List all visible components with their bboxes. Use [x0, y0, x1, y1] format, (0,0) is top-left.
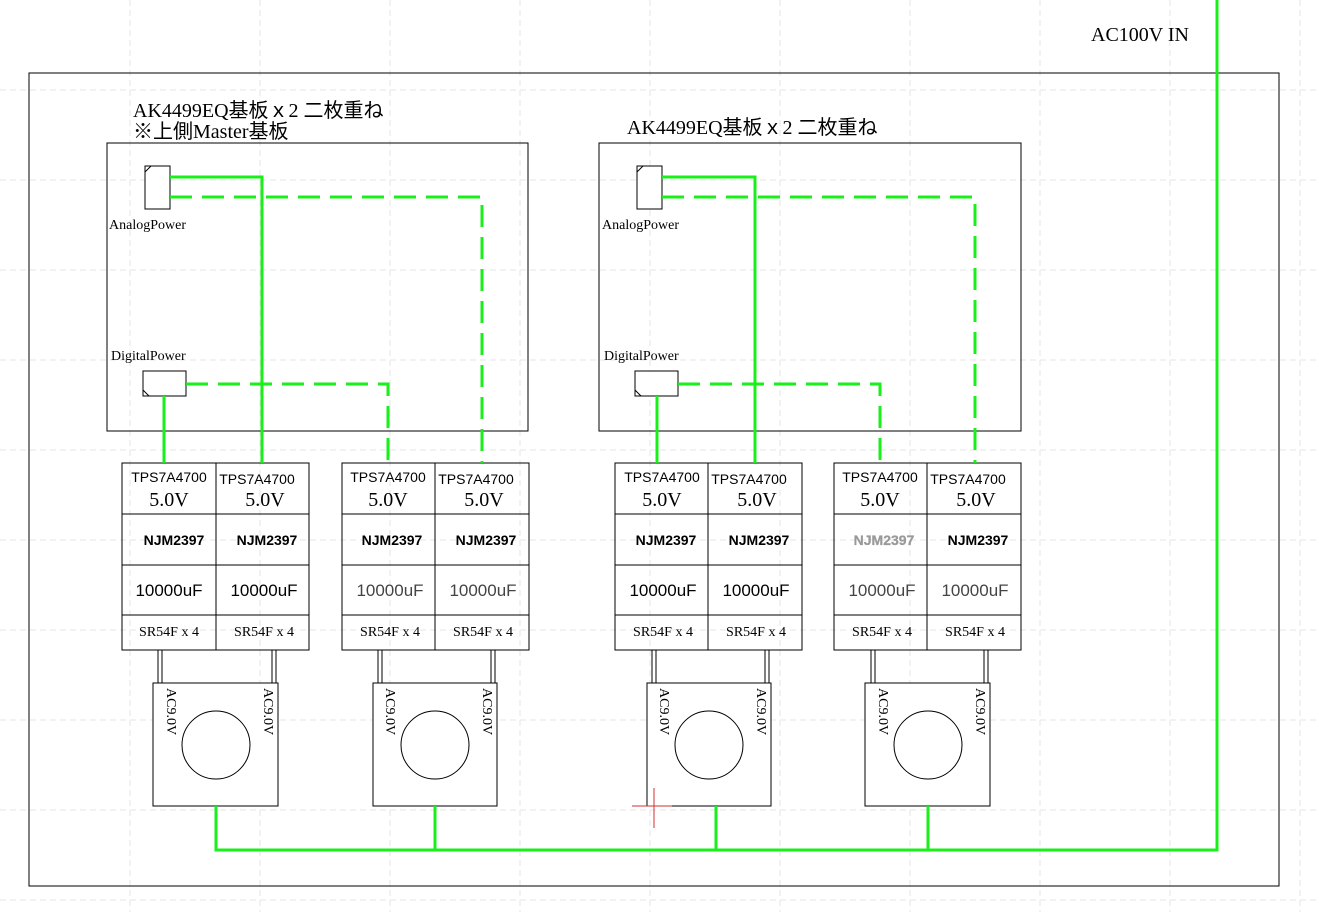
regulator-label: TPS7A4700 — [930, 471, 1006, 487]
regulator-label: TPS7A4700 — [219, 471, 295, 487]
diode-label: SR54F x 4 — [945, 625, 1005, 640]
pre-regulator-label: NJM2397 — [948, 532, 1009, 548]
voltage-label: 5.0V — [956, 489, 996, 511]
pre-regulator-label: NJM2397 — [362, 532, 423, 548]
voltage-label: 5.0V — [642, 489, 682, 511]
transformer-right-label: AC9.0V — [479, 688, 494, 735]
diode-label: SR54F x 4 — [234, 625, 294, 640]
analog-power-label: AnalogPower — [602, 218, 679, 233]
pre-regulator-label: NJM2397 — [854, 532, 915, 548]
transformer-core-icon — [400, 710, 470, 780]
capacitor-label: 10000uF — [629, 581, 696, 600]
voltage-label: 5.0V — [464, 489, 504, 511]
diode-label: SR54F x 4 — [852, 625, 912, 640]
transformer-leads — [651, 650, 770, 683]
regulator-label: TPS7A4700 — [842, 469, 918, 485]
voltage-label: 5.0V — [737, 489, 777, 511]
chassis-outline — [28, 72, 1280, 887]
dac-board: AK4499EQ基板ｘ2 二枚重ね AnalogPower DigitalPow… — [598, 116, 1022, 432]
analog-wire — [170, 175, 264, 463]
regulator-label: TPS7A4700 — [711, 471, 787, 487]
transformer: AC9.0V AC9.0V — [372, 682, 498, 807]
diode-label: SR54F x 4 — [453, 625, 513, 640]
analog-power-connector[interactable] — [636, 165, 663, 210]
regulator-table — [833, 462, 1022, 651]
capacitor-label: 10000uF — [449, 581, 516, 600]
voltage-label: 5.0V — [245, 489, 285, 511]
diode-label: SR54F x 4 — [139, 625, 199, 640]
transformer: AC9.0V AC9.0V — [646, 682, 772, 807]
pre-regulator-label: NJM2397 — [729, 532, 790, 548]
voltage-label: 5.0V — [368, 489, 408, 511]
pre-regulator-label: NJM2397 — [144, 532, 205, 548]
transformer: AC9.0V AC9.0V — [864, 682, 991, 807]
digital-power-label: DigitalPower — [604, 349, 679, 364]
voltage-label: 5.0V — [149, 489, 189, 511]
regulator-table — [614, 462, 803, 651]
diode-label: SR54F x 4 — [726, 625, 786, 640]
capacitor-label: 10000uF — [941, 581, 1008, 600]
transformer-right-label: AC9.0V — [972, 688, 987, 735]
regulator-label: TPS7A4700 — [131, 469, 207, 485]
board-title: AK4499EQ基板ｘ2 二枚重ね — [627, 116, 878, 139]
board-title: AK4499EQ基板ｘ2 二枚重ね — [133, 99, 384, 122]
transformer-left-label: AC9.0V — [875, 688, 890, 735]
power-supply-unit: TPS7A4700 5.0V NJM2397 10000uF SR54F x 4… — [341, 462, 530, 807]
power-supply-unit: TPS7A4700 5.0V NJM2397 10000uF SR54F x 4… — [614, 462, 803, 807]
analog-wire-dashed — [662, 195, 977, 463]
diode-label: SR54F x 4 — [360, 625, 420, 640]
ac-input-label: AC100V IN — [1091, 24, 1189, 46]
transformer-leads — [157, 650, 277, 683]
regulator-label: TPS7A4700 — [350, 469, 426, 485]
digital-wire-dashed — [186, 382, 390, 463]
digital-power-connector[interactable] — [142, 370, 187, 397]
digital-power-label: DigitalPower — [111, 349, 186, 364]
analog-power-label: AnalogPower — [109, 218, 186, 233]
voltage-label: 5.0V — [860, 489, 900, 511]
analog-power-connector[interactable] — [144, 165, 171, 210]
pre-regulator-label: NJM2397 — [237, 532, 298, 548]
diode-label: SR54F x 4 — [633, 625, 693, 640]
digital-power-connector[interactable] — [634, 370, 679, 397]
transformer-leads — [870, 650, 989, 683]
power-supply-unit: TPS7A4700 5.0V NJM2397 10000uF SR54F x 4… — [121, 462, 310, 807]
capacitor-label: 10000uF — [135, 581, 202, 600]
regulator-label: TPS7A4700 — [624, 469, 700, 485]
dac-board: AK4499EQ基板ｘ2 二枚重ね ※上側Master基板 AnalogPowe… — [106, 99, 529, 432]
transformer-leads — [377, 650, 496, 683]
crosshair-cursor-icon — [632, 788, 672, 828]
transformer: AC9.0V AC9.0V — [152, 682, 279, 807]
capacitor-label: 10000uF — [722, 581, 789, 600]
regulator-table — [341, 462, 530, 651]
transformer-core-icon — [181, 710, 251, 780]
transformer-core-icon — [893, 710, 963, 780]
transformer-right-label: AC9.0V — [260, 688, 275, 735]
analog-wire-dashed — [170, 195, 484, 463]
regulator-table — [121, 462, 310, 651]
capacitor-label: 10000uF — [230, 581, 297, 600]
wiring — [162, 0, 1219, 852]
capacitor-label: 10000uF — [848, 581, 915, 600]
capacitor-label: 10000uF — [356, 581, 423, 600]
transformer-left-label: AC9.0V — [163, 688, 178, 735]
transformer-right-label: AC9.0V — [753, 688, 768, 735]
pre-regulator-label: NJM2397 — [456, 532, 517, 548]
transformer-left-label: AC9.0V — [382, 688, 397, 735]
power-supply-unit: TPS7A4700 5.0V NJM2397 10000uF SR54F x 4… — [833, 462, 1022, 807]
transformer-left-label: AC9.0V — [656, 688, 671, 735]
transformer-core-icon — [674, 710, 744, 780]
pre-regulator-label: NJM2397 — [636, 532, 697, 548]
board-subtitle: ※上側Master基板 — [133, 120, 289, 143]
analog-wire — [662, 175, 757, 463]
regulator-label: TPS7A4700 — [438, 471, 514, 487]
digital-wire-dashed — [678, 382, 882, 463]
